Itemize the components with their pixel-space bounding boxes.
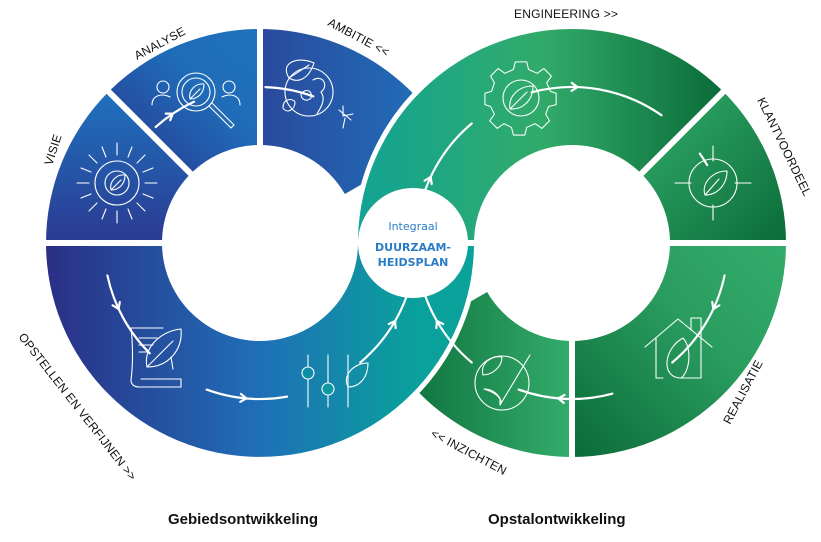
arrowhead-icon — [556, 393, 566, 404]
sun-leaf-icon — [76, 142, 158, 224]
arrowhead-icon — [570, 81, 580, 92]
document-leaf-icon — [130, 327, 182, 388]
center-hub[interactable] — [358, 188, 468, 298]
flow-klantvoordeel — [698, 152, 709, 167]
segment-realisatie[interactable] — [572, 243, 786, 457]
center-title-line2: HEIDSPLAN — [378, 256, 449, 269]
divider-engineering-klantvoordeel — [637, 88, 727, 178]
flow-arrows — [106, 81, 726, 404]
house-leaf-icon — [644, 317, 713, 379]
right-cycle-title: Opstalontwikkeling — [488, 511, 626, 528]
left-cycle-title: Gebiedsontwikkeling — [168, 511, 319, 528]
arrowhead-icon — [387, 319, 397, 330]
arrowhead-icon — [435, 319, 445, 330]
flow-visie-down — [106, 274, 151, 355]
segment-opstellen-en-verfijnen[interactable] — [46, 243, 474, 457]
center-title-line1: DUURZAAM- — [375, 241, 451, 254]
arrowhead-icon — [111, 300, 121, 311]
center-subtitle: Integraal — [388, 220, 437, 233]
leaf-check-icon — [474, 354, 531, 411]
globe-leaf-plane-icon — [282, 59, 354, 129]
label-visie: VISIE — [42, 132, 65, 166]
flow-engineering-right — [530, 85, 663, 117]
sliders-leaf-icon — [301, 354, 369, 408]
arrowhead-icon — [423, 175, 433, 186]
segment-engineering[interactable] — [358, 28, 724, 244]
arrowhead-icon — [164, 112, 175, 122]
segment-visie[interactable] — [46, 91, 191, 244]
segment-analyse[interactable] — [108, 29, 261, 174]
divider-visie-analyse — [105, 88, 195, 178]
magnifier-people-leaf-icon — [151, 72, 241, 129]
target-leaf-icon — [674, 145, 752, 221]
segment-klantvoordeel[interactable] — [641, 91, 786, 244]
flow-realisatie-down — [671, 274, 726, 364]
gear-leaf-icon — [484, 61, 557, 136]
arrowhead-icon — [239, 392, 249, 403]
label-engineering: ENGINEERING >> — [514, 7, 618, 21]
arrowhead-icon — [711, 300, 721, 311]
